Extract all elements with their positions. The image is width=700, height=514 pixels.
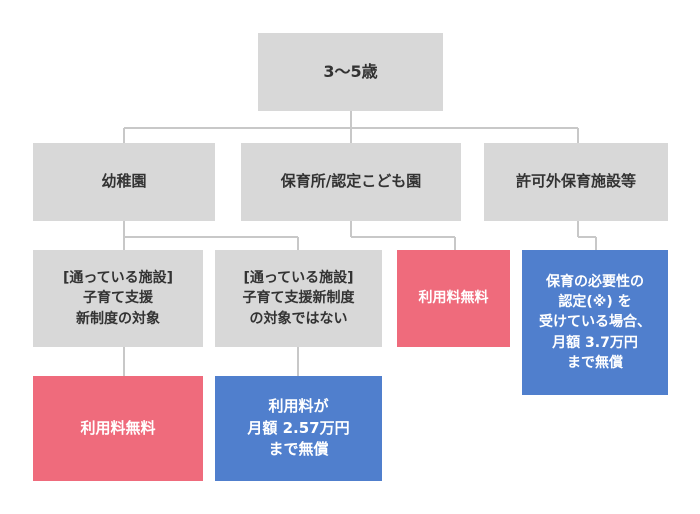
kindergarten-in-system-label: [通っている施設] 子育て支援 新制度の対象: [62, 270, 174, 327]
unlicensed-result-label: 保育の必要性の 認定(※) を 受けている場合、 月額 3.7万円 まで無償: [539, 273, 651, 371]
root-label: 3～5歳: [323, 62, 378, 82]
nursery-result-label: 利用料無料: [418, 290, 489, 307]
kindergarten-in-system-result-node: 利用料無料: [33, 376, 203, 481]
kindergarten-label: 幼稚園: [101, 172, 147, 191]
kindergarten-node: 幼稚園: [33, 143, 215, 221]
kindergarten-not-in-system-label: [通っている施設] 子育て支援新制度 の対象ではない: [242, 270, 355, 327]
kindergarten-not-in-system-node: [通っている施設] 子育て支援新制度 の対象ではない: [215, 250, 382, 347]
unlicensed-label: 許可外保育施設等: [515, 172, 636, 191]
unlicensed-result-node: 保育の必要性の 認定(※) を 受けている場合、 月額 3.7万円 まで無償: [522, 250, 668, 395]
unlicensed-node: 許可外保育施設等: [484, 143, 668, 221]
kindergarten-in-system-node: [通っている施設] 子育て支援 新制度の対象: [33, 250, 203, 347]
kindergarten-in-system-result-label: 利用料無料: [80, 418, 156, 437]
root-node: 3～5歳: [258, 33, 443, 111]
nursery-result-node: 利用料無料: [397, 250, 510, 347]
kindergarten-not-in-system-result-node: 利用料が 月額 2.57万円 まで無償: [215, 376, 382, 481]
nursery-label: 保育所/認定こども園: [280, 172, 422, 191]
nursery-node: 保育所/認定こども園: [241, 143, 461, 221]
kindergarten-not-in-system-result-label: 利用料が 月額 2.57万円 まで無償: [247, 396, 350, 459]
